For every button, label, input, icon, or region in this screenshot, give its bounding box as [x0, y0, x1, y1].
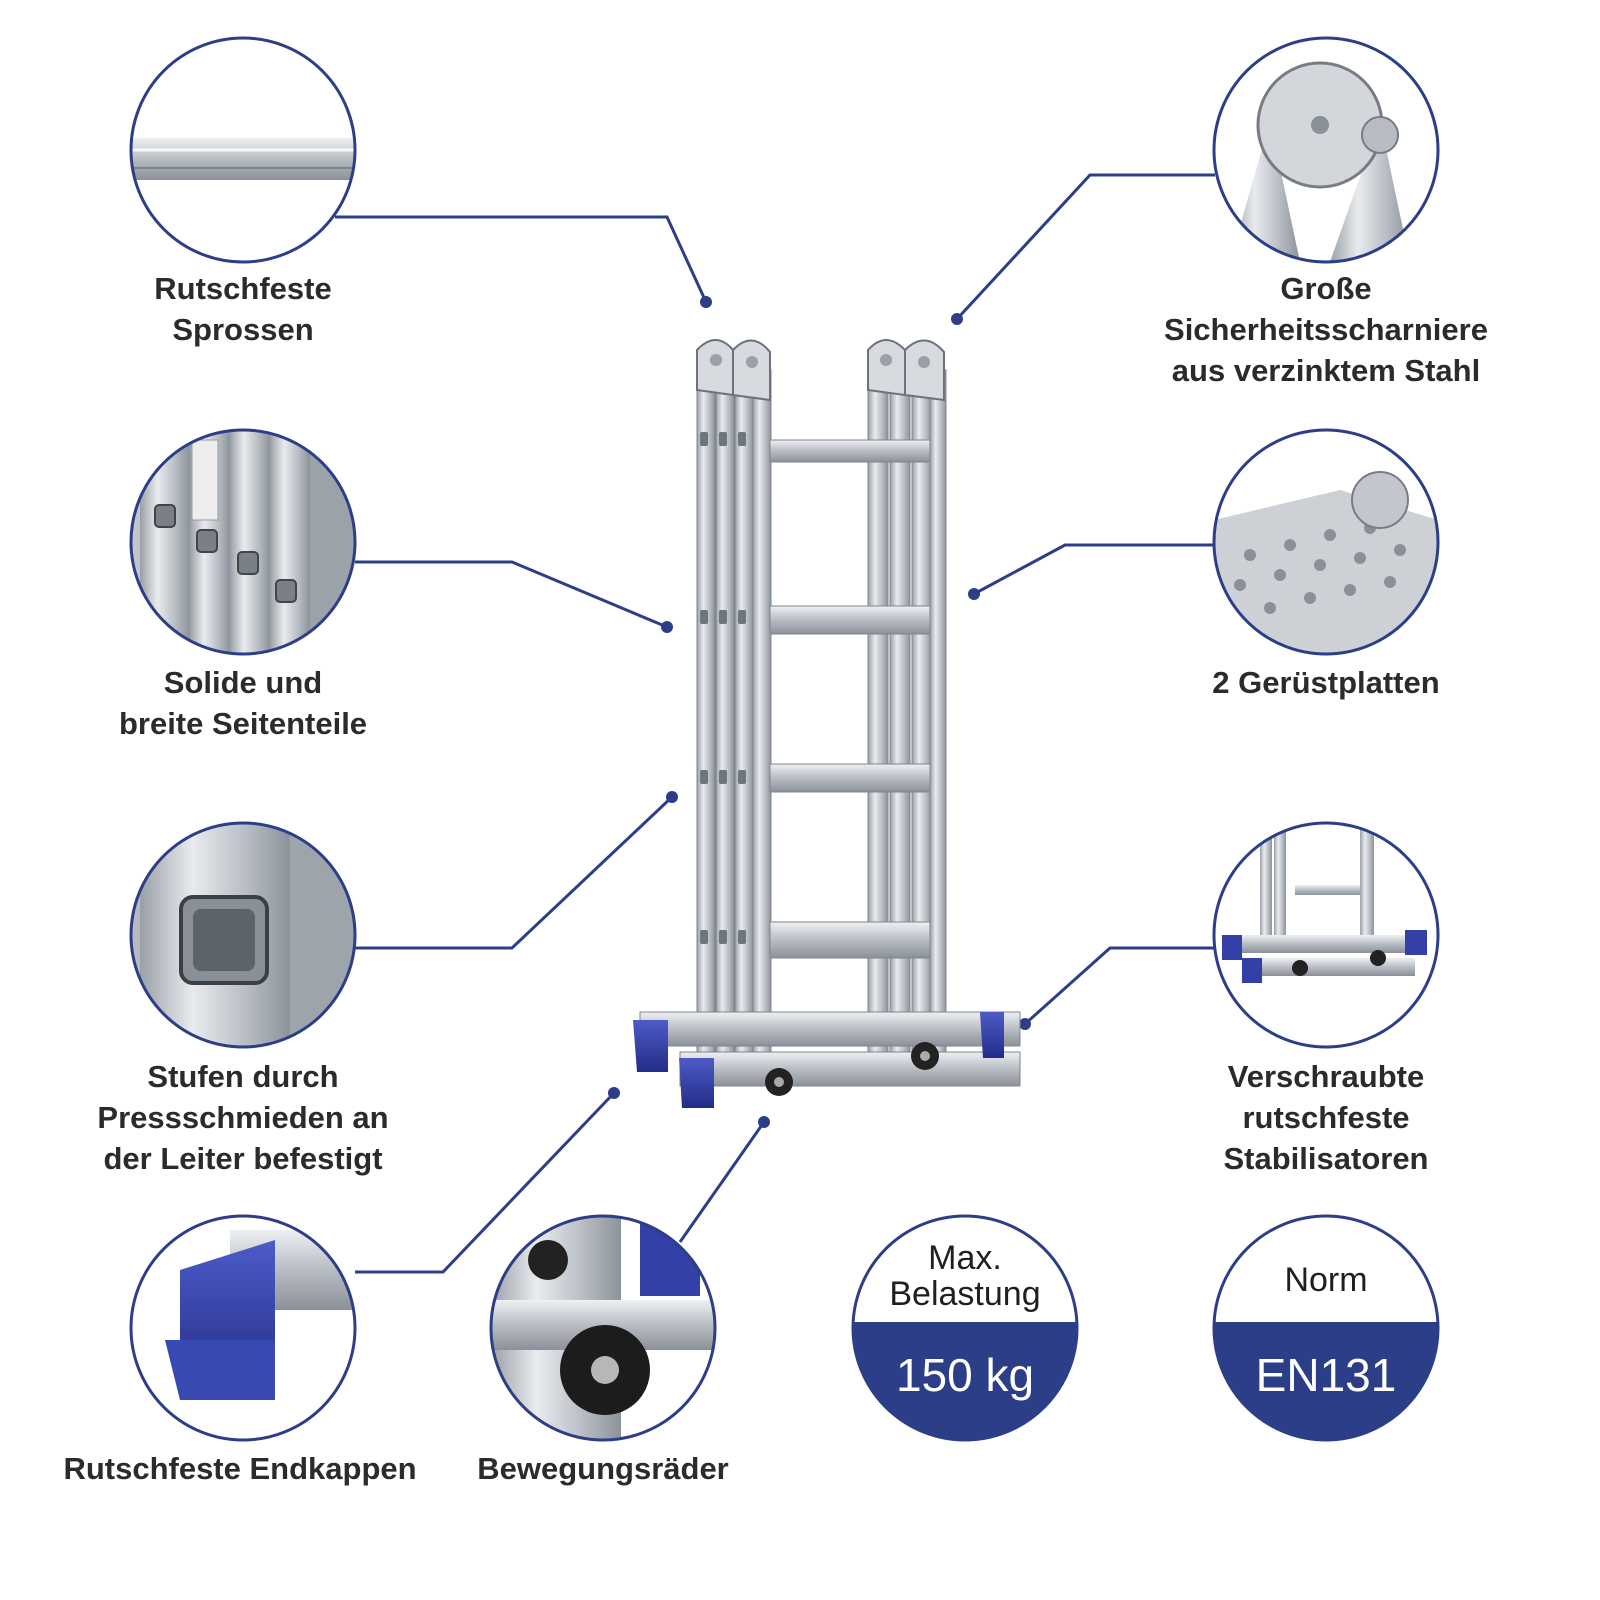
label-hinges-line3: aus verzinktem Stahl — [1171, 353, 1481, 388]
badge-norm-value: EN131 — [1255, 1349, 1397, 1401]
label-stabilizers-line1: Verschraubte — [1227, 1059, 1425, 1094]
dot-stabilizers — [1019, 1018, 1031, 1030]
label-platforms: 2 Gerüstplatten — [1176, 662, 1476, 703]
dot-end-caps — [608, 1087, 620, 1099]
badge-norm-label: Norm — [1284, 1261, 1368, 1299]
label-side-rails-line2: breite Seitenteile — [118, 706, 368, 741]
label-wheels-line1: Bewegungsräder — [477, 1451, 729, 1486]
label-side-rails: Solide und breite Seitenteile — [73, 662, 413, 744]
connector-platforms — [973, 543, 1215, 596]
label-stabilizers-line3: Stabilisatoren — [1223, 1141, 1429, 1176]
label-wheels: Bewegungsräder — [463, 1448, 743, 1489]
label-pressed-steps-line3: der Leiter befestigt — [103, 1141, 383, 1176]
dot-pressed-steps — [666, 791, 678, 803]
label-rungs-line2: Sprossen — [172, 312, 314, 347]
label-side-rails-line1: Solide und — [163, 665, 323, 700]
thumbnail-side-rails — [129, 428, 357, 656]
label-stabilizers: Verschraubte rutschfeste Stabilisatoren — [1176, 1056, 1476, 1179]
badge-max-load-label-line2: Belastung — [889, 1275, 1041, 1313]
label-platforms-line1: 2 Gerüstplatten — [1212, 665, 1440, 700]
badge-max-load-label: Max. Belastung — [865, 1240, 1065, 1312]
label-pressed-steps: Stufen durch Pressschmieden an der Leite… — [63, 1056, 423, 1179]
badge-norm — [1212, 1214, 1440, 1442]
dot-platforms — [968, 588, 980, 600]
dot-side-rails — [661, 621, 673, 633]
label-rungs: Rutschfeste Sprossen — [93, 268, 393, 350]
connector-rungs — [335, 215, 708, 303]
dot-wheels — [758, 1116, 770, 1128]
thumbnail-wheels — [489, 1214, 717, 1442]
badge-max-load-value: 150 kg — [895, 1349, 1035, 1401]
label-hinges: Große Sicherheitsscharniere aus verzinkt… — [1146, 268, 1506, 391]
label-hinges-line2: Sicherheitsscharniere — [1164, 312, 1488, 347]
label-end-caps-line1: Rutschfeste Endkappen — [63, 1451, 417, 1486]
connector-hinges — [955, 173, 1215, 321]
label-stabilizers-line2: rutschfeste — [1242, 1100, 1410, 1135]
label-end-caps: Rutschfeste Endkappen — [40, 1448, 440, 1489]
thumbnail-end-caps — [129, 1214, 357, 1442]
connector-lines — [335, 173, 1215, 1274]
ladder-product-image — [633, 339, 1021, 1108]
dot-rungs — [700, 296, 712, 308]
connector-pressed-steps — [355, 795, 674, 950]
connector-wheels — [678, 1121, 766, 1243]
label-pressed-steps-line2: Pressschmieden an — [97, 1100, 389, 1135]
thumbnail-rungs — [129, 36, 357, 264]
thumbnail-stabilizers — [1212, 821, 1440, 1049]
connector-dots — [608, 296, 1031, 1128]
badge-max-load-label-line1: Max. — [928, 1239, 1002, 1277]
connector-side-rails — [355, 560, 668, 629]
connector-end-caps — [355, 1091, 616, 1274]
label-hinges-line1: Große — [1280, 271, 1372, 306]
dot-hinges — [951, 313, 963, 325]
thumbnail-hinges — [1212, 36, 1440, 264]
thumbnail-platforms — [1212, 428, 1440, 656]
label-rungs-line1: Rutschfeste — [154, 271, 332, 306]
label-pressed-steps-line1: Stufen durch — [147, 1059, 339, 1094]
connector-stabilizers — [1024, 946, 1215, 1026]
thumbnail-pressed-steps — [129, 821, 357, 1049]
